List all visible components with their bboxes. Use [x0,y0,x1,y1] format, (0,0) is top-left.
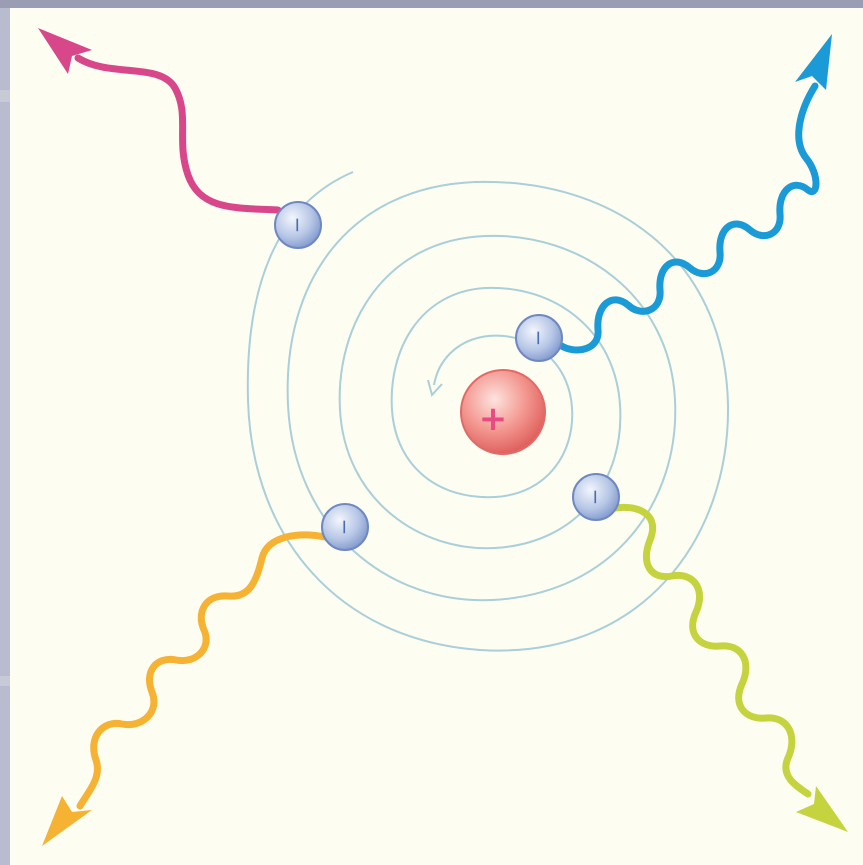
electron: − [322,504,368,550]
arrowhead-blue-icon [795,34,832,90]
electron: − [275,202,321,248]
electron: − [516,315,562,361]
electron-minus-sign: − [333,519,357,536]
electron: − [573,474,619,520]
radiation-wave-magenta [38,28,278,210]
nucleus: + [461,370,545,454]
arrowhead-magenta-icon [38,28,92,74]
electron-minus-sign: − [584,489,608,506]
electron-minus-sign: − [286,217,310,234]
electron-minus-sign: − [527,330,551,347]
radiation-wave-orange [42,535,325,846]
nucleus-plus-sign: + [479,399,508,439]
radiation-wave-green [615,507,848,832]
radiation-wave-blue [560,34,832,350]
